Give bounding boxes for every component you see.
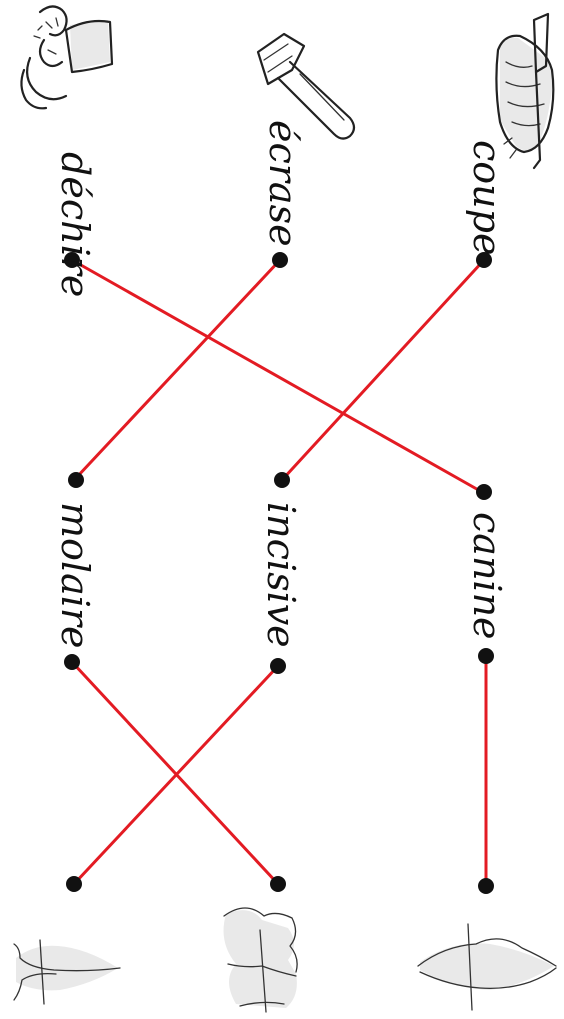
dot-molaire-left[interactable] (64, 654, 80, 670)
dot-ecrase[interactable] (272, 252, 288, 268)
word-coupe: coupe (465, 140, 509, 255)
word-molaire: molaire (53, 502, 97, 649)
action-words: déchire écrase coupe (53, 120, 509, 297)
word-incisive: incisive (259, 502, 303, 648)
word-dechire: déchire (53, 152, 97, 297)
connector-molaire-tooth (72, 662, 278, 884)
hands-tearing-paper-icon (21, 6, 112, 108)
dot-tooth-middle[interactable] (270, 876, 286, 892)
word-ecrase: écrase (261, 120, 305, 247)
canine-tooth-icon (418, 924, 556, 1010)
tooth-icon (14, 940, 120, 1004)
connector-coupe-incisive (282, 260, 484, 480)
connector-dechire-canine (72, 260, 482, 492)
dot-canine-right[interactable] (476, 484, 492, 500)
dot-canine-left[interactable] (478, 648, 494, 664)
dot-molaire-right[interactable] (68, 472, 84, 488)
molar-tooth-icon (224, 908, 298, 1012)
dot-tooth-top[interactable] (66, 876, 82, 892)
connector-ecrase-molaire (76, 260, 280, 478)
dot-incisive-left[interactable] (270, 658, 286, 674)
dot-incisive-right[interactable] (274, 472, 290, 488)
dot-tooth-bottom[interactable] (478, 878, 494, 894)
word-canine: canine (465, 512, 509, 640)
tooth-words: molaire incisive canine (53, 502, 509, 649)
